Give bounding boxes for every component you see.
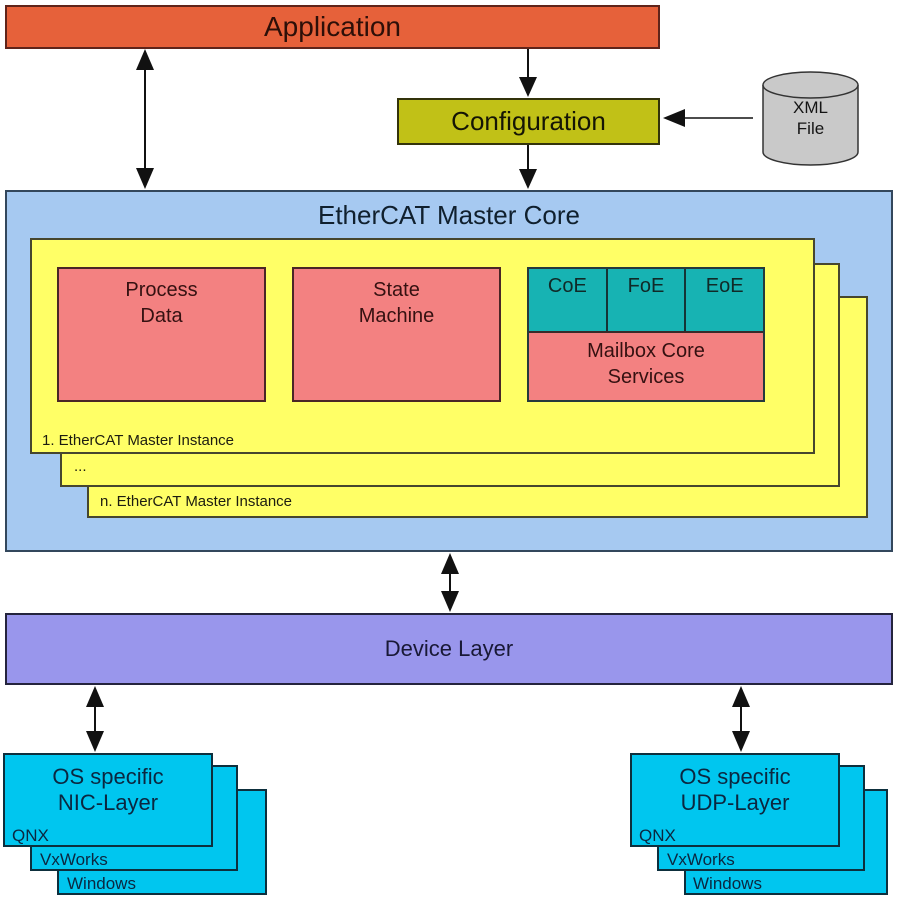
udp-os-label-qnx: QNX (639, 826, 676, 845)
udp-stack-title-line1: OS specific (679, 764, 791, 789)
core-device-arrow (441, 553, 459, 612)
nic-stack-title-line1: OS specific (52, 764, 164, 789)
device-udp-arrow (732, 686, 750, 752)
mailbox-services-label: Mailbox Core Services (529, 331, 763, 400)
protocol-cell-foe: FoE (607, 269, 687, 331)
udp-os-label-vxworks: VxWorks (667, 850, 735, 869)
udp-stack-title-line2: UDP-Layer (680, 790, 790, 816)
mailbox-box: CoE FoE EoE Mailbox Core Services (527, 267, 765, 402)
udp-os-label-windows: Windows (693, 874, 762, 893)
process-data-label-line1: Process (125, 279, 198, 301)
instance-label-dots: ... (74, 458, 87, 475)
process-data-box: Process Data (57, 267, 266, 402)
device-nic-arrow (86, 686, 104, 752)
config-core-arrow (519, 145, 537, 189)
protocol-cell-eoe: EoE (686, 269, 764, 331)
nic-os-label-windows: Windows (67, 874, 136, 893)
protocol-cell-coe: CoE (529, 269, 608, 331)
device-layer-label: Device Layer (384, 636, 514, 661)
state-machine-label-line1: State (373, 279, 420, 301)
process-data-label-line2: Data (140, 305, 183, 327)
xml-config-arrow (663, 109, 753, 127)
nic-stack-title-line2: NIC-Layer (57, 790, 159, 816)
mailbox-services-line2: Services (607, 366, 685, 388)
instance-label-first: 1. EtherCAT Master Instance (42, 432, 235, 449)
configuration-label: Configuration (451, 106, 606, 136)
xml-file-label: XML File (763, 97, 858, 140)
application-label: Application (264, 11, 401, 42)
device-layer-box: Device Layer (5, 613, 893, 685)
master-core-title: EtherCAT Master Core (317, 200, 580, 230)
app-config-arrow (519, 49, 537, 97)
xml-file-label-line1: XML (793, 98, 828, 117)
app-core-arrow (136, 49, 154, 189)
nic-os-label-vxworks: VxWorks (40, 850, 108, 869)
configuration-box: Configuration (397, 98, 660, 145)
xml-file-label-line2: File (796, 119, 825, 139)
mailbox-services-line1: Mailbox Core (587, 340, 705, 362)
state-machine-box: State Machine (292, 267, 501, 402)
state-machine-label-line2: Machine (358, 305, 435, 327)
application-box: Application (5, 5, 660, 49)
nic-stack-box-front: OS specific NIC-Layer (3, 753, 213, 847)
nic-os-label-qnx: QNX (12, 826, 49, 845)
instance-label-nth: n. EtherCAT Master Instance (100, 493, 293, 510)
mailbox-protocol-row: CoE FoE EoE (529, 269, 764, 331)
udp-stack-box-front: OS specific UDP-Layer (630, 753, 840, 847)
